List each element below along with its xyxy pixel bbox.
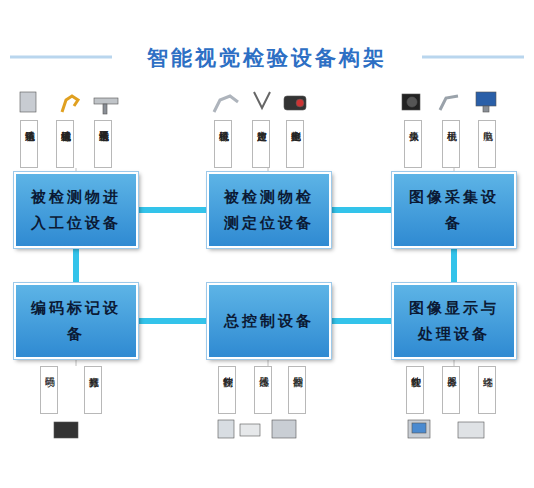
component-label: 电脑: [478, 120, 496, 168]
component-label: 激光打标: [84, 366, 102, 414]
component-label: 控制器: [288, 366, 306, 414]
box-label: 图像显示与处理设备: [406, 295, 502, 347]
component-label: 机械手: [442, 120, 460, 168]
component-label: 轨道运动系统: [20, 120, 38, 168]
connector-bar: [73, 248, 79, 283]
component-label: 终端: [478, 366, 496, 414]
process-box: 被检测物进入工位设备: [14, 172, 138, 248]
component-label: 光电检测定位: [286, 120, 304, 168]
process-box: 图像显示与处理设备: [392, 283, 516, 359]
diagram-title: 智能视觉检验设备构架: [0, 44, 534, 72]
component-label: 智能软件: [406, 366, 424, 414]
box-label: 被检测物检测定位设备: [221, 184, 317, 236]
component-label: 传感器: [254, 366, 272, 414]
title-rule: [10, 56, 112, 59]
component-label: 喷码: [40, 366, 58, 414]
component-label: 运动平台式平移系统: [94, 120, 112, 168]
box-label: 图像采集设备: [406, 184, 502, 236]
process-box: 图像采集设备: [392, 172, 516, 248]
connector-bar: [138, 318, 207, 324]
component-label: 控制软件: [218, 366, 236, 414]
component-label: 机械臂系统: [214, 120, 232, 168]
connector-bar: [138, 207, 207, 213]
box-label: 编码标记设备: [28, 295, 124, 347]
title-rule: [422, 56, 524, 59]
connector-bar: [451, 248, 457, 283]
equipment-icons: [20, 92, 496, 438]
box-label: 总控制设备: [224, 308, 314, 334]
component-label: 摄像头: [404, 120, 422, 168]
component-label: 超声波定位: [252, 120, 270, 168]
process-box: 总控制设备: [207, 283, 331, 359]
box-label: 被检测物进入工位设备: [28, 184, 124, 236]
component-label: 服务器: [442, 366, 460, 414]
process-box: 被检测物检测定位设备: [207, 172, 331, 248]
component-label: 机械臂式运动系统: [56, 120, 74, 168]
connector-bar: [331, 207, 392, 213]
connector-bar: [331, 318, 392, 324]
process-box: 编码标记设备: [14, 283, 138, 359]
